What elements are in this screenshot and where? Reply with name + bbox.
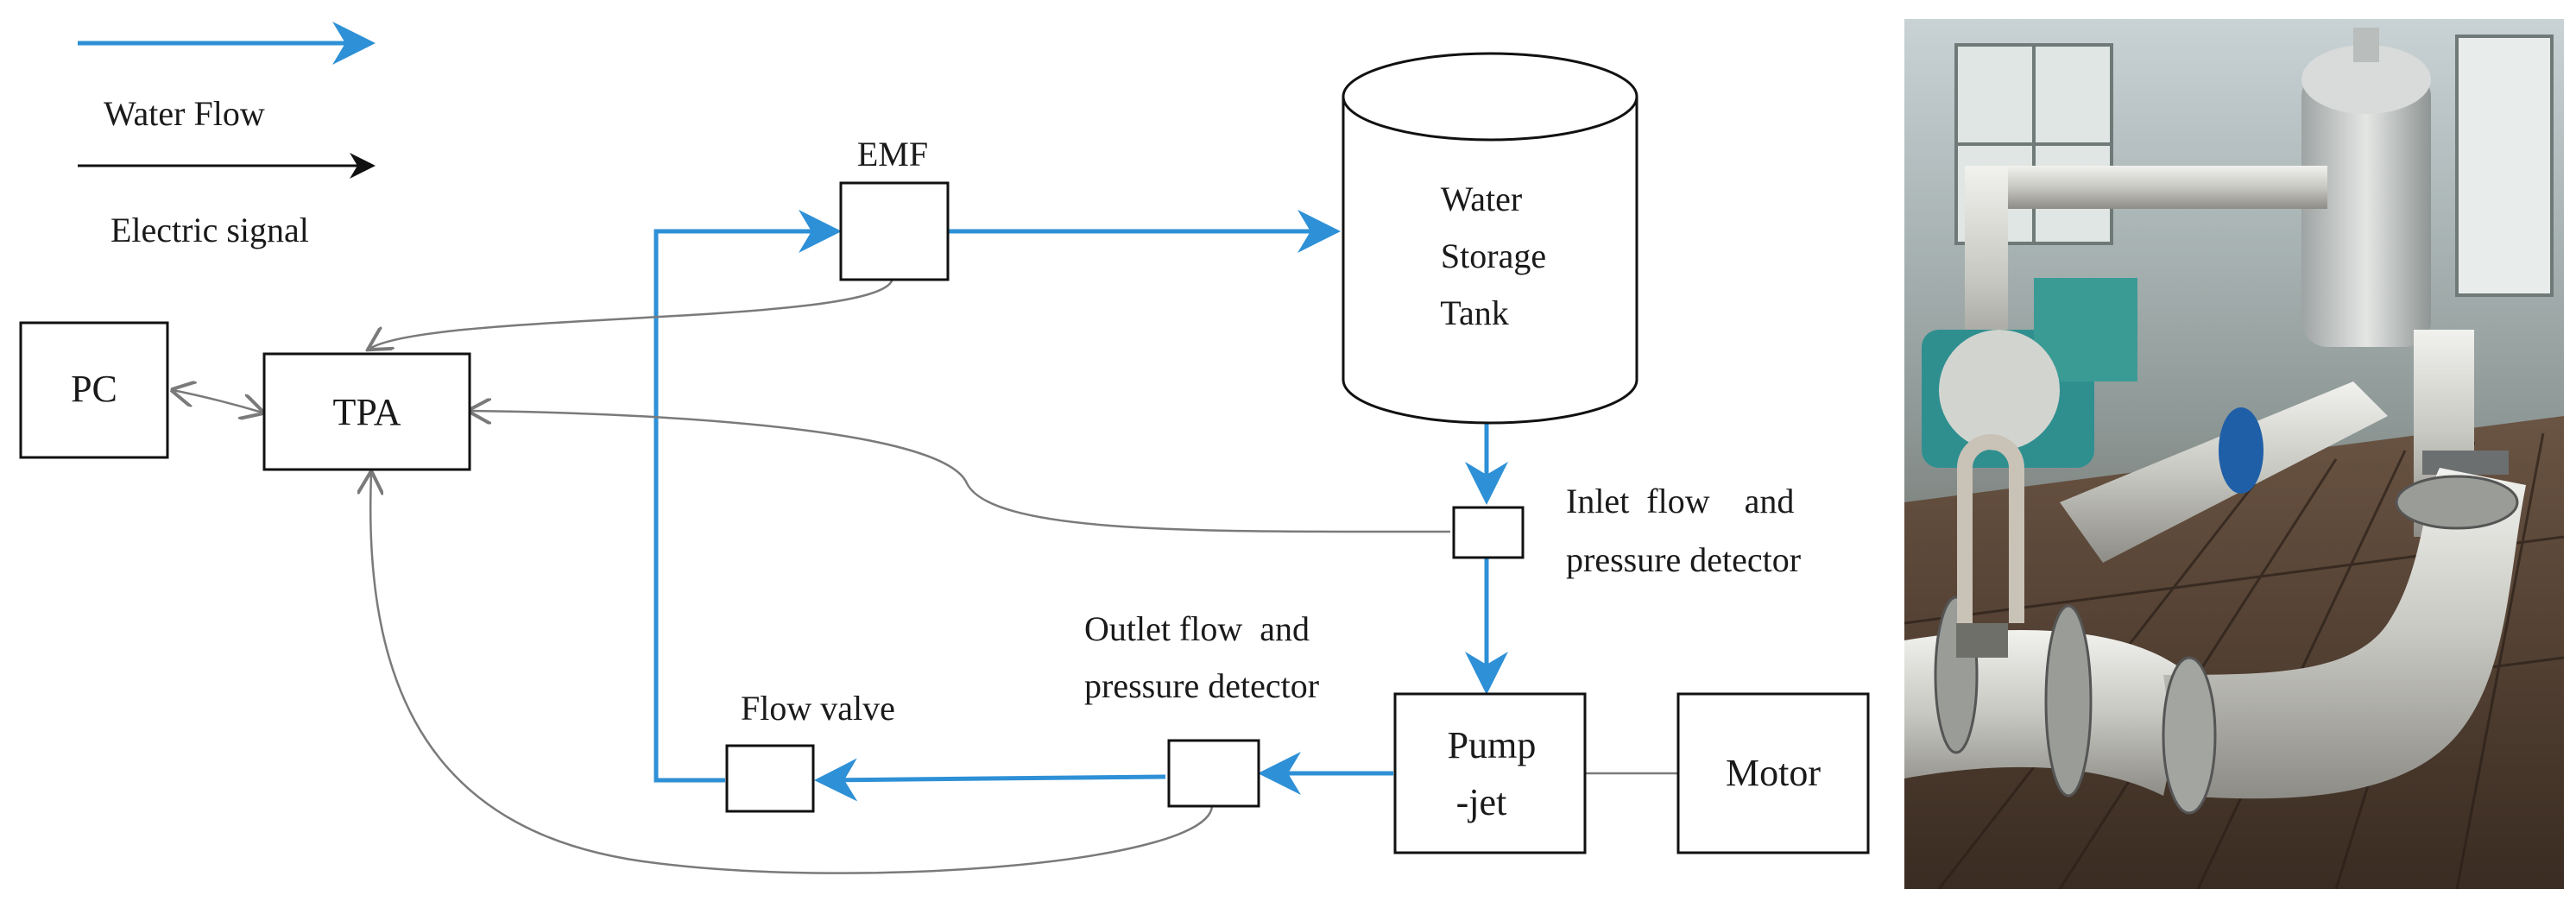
pc-label: PC (71, 368, 117, 410)
emf-tpa-wire (369, 277, 894, 349)
pc-node: PC (19, 321, 169, 459)
pump-label-line1: Pump (1448, 724, 1537, 766)
water-storage-tank: Water Storage Tank (1342, 52, 1638, 425)
flow-valve: Flow valve (725, 689, 895, 813)
outlet-label-line1: Outlet flow and (1084, 609, 1310, 648)
water-flow-lines (653, 210, 1508, 802)
flow-valve-label: Flow valve (741, 689, 895, 728)
inlet-label-line2: pressure detector (1566, 540, 1801, 579)
pump-test-rig-photo (1904, 19, 2564, 889)
tank-label-line3: Tank (1440, 293, 1508, 332)
valve-to-emf-pipe (653, 210, 842, 783)
outlet-tpa-wire (370, 473, 1214, 874)
outlet-to-valve-pipe (814, 758, 1166, 802)
emf-node: EMF (839, 135, 950, 281)
pump-jet-node: Pump -jet (1393, 692, 1587, 854)
inlet-tpa-wire (470, 411, 1451, 533)
tpa-label: TPA (332, 391, 401, 433)
outlet-detector: Outlet flow and pressure detector (1084, 609, 1319, 808)
electric-signal-legend-label: Electric signal (110, 211, 309, 249)
flow-diagram: Water Flow Electric signal PC (19, 22, 1870, 874)
pump-label-line2: -jet (1456, 781, 1507, 823)
inlet-detector: Inlet flow and pressure detector (1452, 482, 1801, 579)
water-flow-legend-label: Water Flow (104, 94, 265, 133)
outlet-label-line2: pressure detector (1084, 666, 1319, 705)
tpa-node: TPA (262, 352, 471, 471)
signal-wires (173, 277, 1680, 874)
motor-node: Motor (1676, 692, 1870, 854)
motor-label: Motor (1726, 752, 1821, 794)
emf-label: EMF (857, 135, 928, 173)
tank-label-line1: Water (1441, 180, 1523, 218)
legend: Water Flow Electric signal (78, 22, 376, 249)
inlet-label-line1: Inlet flow and (1566, 482, 1794, 520)
pc-tpa-wire (173, 390, 262, 413)
tank-label-line2: Storage (1441, 236, 1546, 275)
